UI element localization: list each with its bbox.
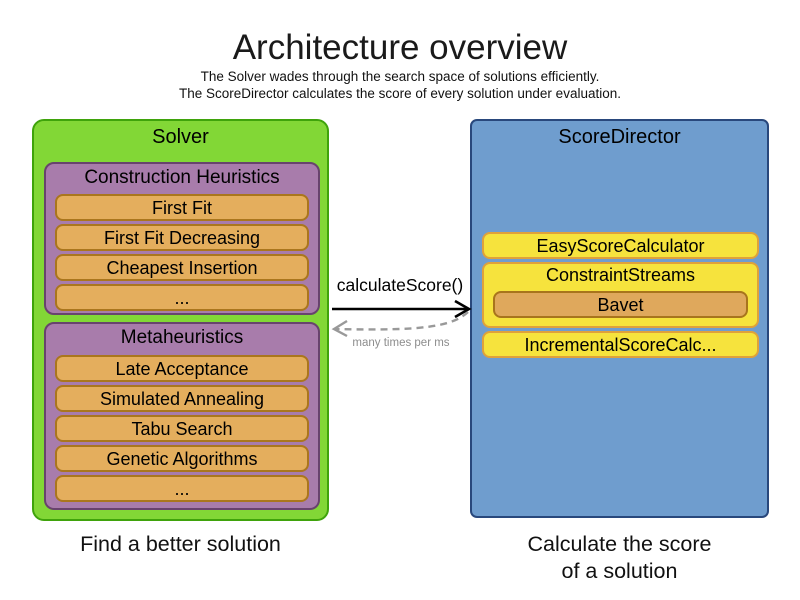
score-director-caption: Calculate the score of a solution [470, 531, 769, 585]
heuristic-item: Genetic Algorithms [55, 445, 309, 472]
constraint-streams: ConstraintStreams Bavet [482, 262, 759, 328]
dashed-arrow-left [331, 311, 469, 338]
heuristic-item: First Fit [55, 194, 309, 221]
incremental-score-calculator: IncrementalScoreCalc... [482, 331, 759, 358]
heuristic-item: Cheapest Insertion [55, 254, 309, 281]
construction-heuristics-title: Construction Heuristics [84, 167, 280, 188]
construction-heuristics-group: Construction Heuristics First Fit First … [44, 162, 320, 315]
solver-box: Solver Construction Heuristics First Fit… [32, 119, 329, 521]
heuristic-item: Simulated Annealing [55, 385, 309, 412]
solid-arrow-right [332, 299, 472, 319]
metaheuristics-group: Metaheuristics Late Acceptance Simulated… [44, 322, 320, 510]
score-director-box: ScoreDirector EasyScoreCalculator Constr… [470, 119, 769, 518]
solver-caption: Find a better solution [80, 532, 281, 556]
score-director-title: ScoreDirector [558, 126, 681, 148]
bavet: Bavet [493, 291, 748, 318]
metaheuristics-title: Metaheuristics [120, 327, 244, 348]
subtitle-line-1: The Solver wades through the search spac… [200, 69, 600, 84]
frequency-label: many times per ms [352, 337, 449, 349]
heuristic-item: First Fit Decreasing [55, 224, 309, 251]
heuristic-item: ... [55, 475, 309, 502]
heuristic-item: ... [55, 284, 309, 311]
score-director-caption-line1: Calculate the score [527, 532, 712, 556]
heuristic-item: Late Acceptance [55, 355, 309, 382]
heuristic-item: Tabu Search [55, 415, 309, 442]
page-title: Architecture overview [232, 28, 568, 67]
score-director-caption-line2: of a solution [561, 559, 678, 583]
calculate-score-label: calculateScore() [337, 275, 463, 295]
solver-title: Solver [152, 126, 209, 148]
easy-score-calculator: EasyScoreCalculator [482, 232, 759, 259]
constraint-streams-title: ConstraintStreams [545, 265, 696, 285]
subtitle-line-2: The ScoreDirector calculates the score o… [179, 86, 621, 101]
